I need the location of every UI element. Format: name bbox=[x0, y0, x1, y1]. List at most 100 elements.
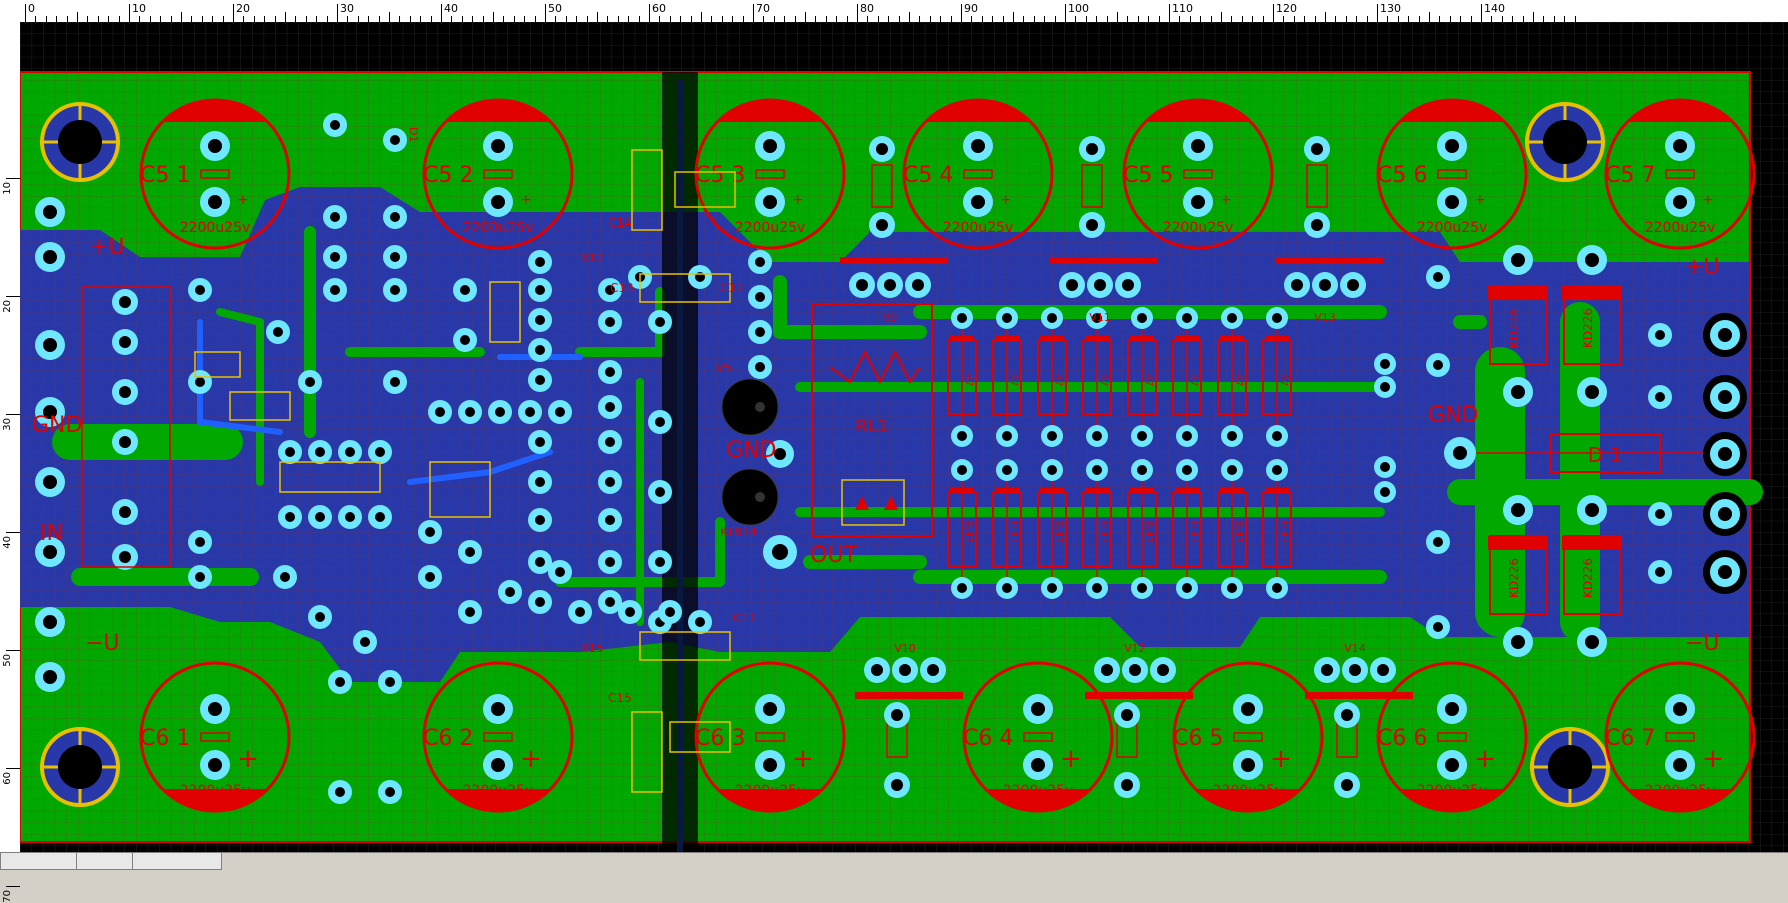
pad bbox=[323, 245, 347, 269]
ruler-minor-tick bbox=[191, 16, 193, 22]
mounting-holes bbox=[40, 102, 1610, 807]
ruler-minor-tick bbox=[1522, 16, 1524, 22]
pad bbox=[338, 505, 362, 529]
capacitor-name: C6 4 bbox=[963, 726, 1013, 751]
resistor-value: 0.47 bbox=[1278, 521, 1289, 543]
ruler-minor-tick bbox=[285, 12, 286, 22]
plus-u-left: +U bbox=[90, 235, 125, 260]
ruler-minor-tick bbox=[1283, 16, 1285, 22]
ruler-label: 70 bbox=[2, 890, 13, 903]
connector-pad bbox=[35, 607, 65, 637]
ruler-minor-tick bbox=[586, 16, 588, 22]
capacitor-value: 2200u25v bbox=[735, 220, 806, 236]
ruler-minor-tick bbox=[1366, 16, 1368, 22]
ruler-tick bbox=[6, 886, 20, 887]
ruler-minor-tick bbox=[35, 16, 37, 22]
in-label: IN bbox=[40, 521, 63, 546]
capacitor-value: 2200u25v bbox=[463, 783, 534, 799]
center-channel bbox=[662, 72, 698, 852]
transistor-V9: V9 bbox=[840, 136, 948, 324]
ruler-minor-tick bbox=[1501, 16, 1503, 22]
ruler-minor-tick bbox=[1096, 16, 1098, 22]
pad bbox=[548, 400, 572, 424]
ruler-minor-tick bbox=[201, 16, 203, 22]
ruler-minor-tick bbox=[118, 16, 120, 22]
pad bbox=[648, 410, 672, 434]
pad bbox=[1648, 502, 1672, 526]
ruler-minor-tick bbox=[1429, 12, 1430, 22]
ruler-minor-tick bbox=[1023, 16, 1025, 22]
ruler-minor-tick bbox=[305, 16, 307, 22]
ruler-minor-tick bbox=[1470, 16, 1472, 22]
ruler-label: 10 bbox=[132, 2, 146, 15]
diode-2: KD226 bbox=[1562, 245, 1622, 407]
resistor-047-2: 0.47 bbox=[992, 459, 1022, 599]
ruler-minor-tick bbox=[680, 16, 682, 22]
ruler-minor-tick bbox=[628, 16, 630, 22]
part-outline bbox=[489, 281, 521, 343]
tab-1[interactable] bbox=[0, 853, 80, 870]
pad bbox=[528, 250, 552, 274]
pad bbox=[383, 278, 407, 302]
pad bbox=[598, 470, 622, 494]
left-connector-pads bbox=[35, 197, 171, 692]
ruler-minor-tick bbox=[607, 16, 609, 22]
resistor-value: 0.47 bbox=[1188, 521, 1199, 543]
pad bbox=[418, 565, 442, 589]
ruler-tick bbox=[857, 4, 858, 22]
ruler-minor-tick bbox=[1304, 16, 1306, 22]
power-terminals bbox=[721, 378, 797, 569]
ruler-tick bbox=[129, 4, 130, 22]
resistor-value: 47 bbox=[1143, 374, 1154, 387]
connector-pad bbox=[35, 242, 65, 272]
pad bbox=[528, 470, 552, 494]
transistor-V11: V11 bbox=[1050, 136, 1158, 324]
ruler-minor-tick bbox=[763, 16, 765, 22]
resistor-047-4: 0.47 bbox=[1082, 459, 1112, 599]
ruler-minor-tick bbox=[742, 16, 744, 22]
part-outline bbox=[669, 721, 731, 753]
ruler-minor-tick bbox=[940, 16, 942, 22]
resistor-047-6: 0.47 bbox=[1172, 459, 1202, 599]
ruler-minor-tick bbox=[1418, 16, 1420, 22]
pad bbox=[383, 370, 407, 394]
pad bbox=[308, 505, 332, 529]
ruler-tick bbox=[545, 4, 546, 22]
ruler-minor-tick bbox=[264, 16, 266, 22]
ruler-minor-tick bbox=[1117, 12, 1118, 22]
ruler-minor-tick bbox=[1439, 16, 1441, 22]
ruler-minor-tick bbox=[493, 12, 494, 22]
ruler-label: 100 bbox=[1068, 2, 1089, 15]
tab-2[interactable] bbox=[76, 853, 138, 870]
resistor-value: 0.47 bbox=[1143, 521, 1154, 543]
ruler-minor-tick bbox=[888, 16, 890, 22]
ruler-minor-tick bbox=[711, 16, 713, 22]
ruler-minor-tick bbox=[1387, 16, 1389, 22]
pad bbox=[1426, 265, 1450, 289]
polarity-mark: + bbox=[1220, 192, 1232, 208]
label-c14: C14 bbox=[608, 216, 632, 230]
polarity-mark: + bbox=[237, 744, 259, 774]
ruler-label: 20 bbox=[2, 300, 13, 313]
ruler-minor-tick bbox=[1127, 16, 1129, 22]
pad bbox=[458, 400, 482, 424]
ruler-minor-tick bbox=[368, 16, 370, 22]
polarity-mark: + bbox=[237, 192, 249, 208]
ruler-minor-tick bbox=[825, 16, 827, 22]
pad bbox=[528, 508, 552, 532]
ruler-tick bbox=[1065, 4, 1066, 22]
capacitor-name: C5 2 bbox=[423, 163, 473, 188]
ruler-label: 40 bbox=[444, 2, 458, 15]
ruler-tick bbox=[1273, 4, 1274, 22]
tab-3[interactable] bbox=[132, 853, 222, 870]
pad bbox=[273, 565, 297, 589]
ruler-minor-tick bbox=[701, 12, 702, 22]
ruler-label: 140 bbox=[1484, 2, 1505, 15]
capacitor-value: 2200u25v bbox=[1213, 783, 1284, 799]
capacitor-name: C5 6 bbox=[1377, 163, 1427, 188]
capacitor-name: C6 2 bbox=[423, 726, 473, 751]
ruler-tick bbox=[337, 4, 338, 22]
